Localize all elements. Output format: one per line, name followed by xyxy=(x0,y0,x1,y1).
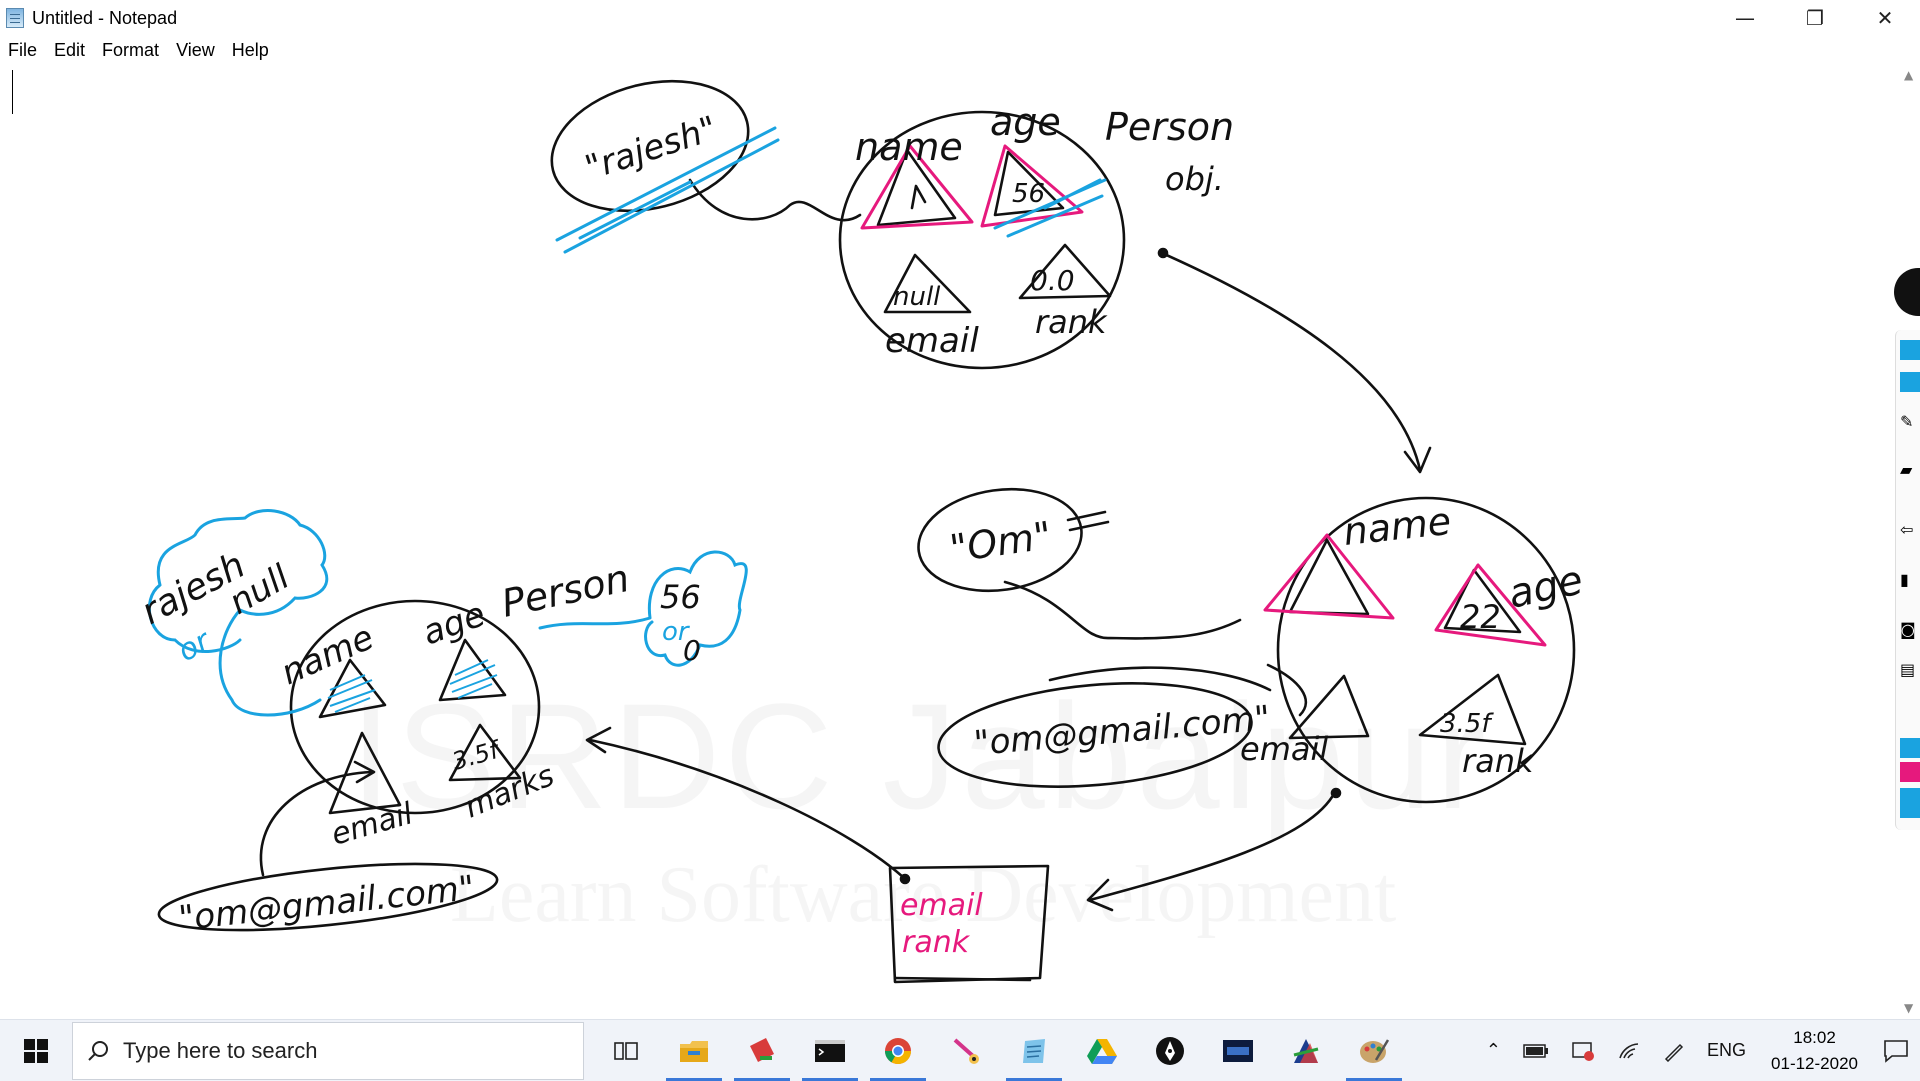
title-bar: Untitled - Notepad — ❐ ✕ xyxy=(0,0,1920,36)
menu-bar: File Edit Format View Help xyxy=(0,36,1920,65)
highlighter-tool-icon[interactable]: ▰ xyxy=(1900,460,1913,479)
pointer-tool-icon[interactable] xyxy=(1900,372,1920,392)
notepad-icon[interactable] xyxy=(1000,1020,1068,1081)
minimize-button[interactable]: — xyxy=(1735,6,1755,30)
pen-ink-icon[interactable] xyxy=(1652,1040,1696,1062)
watermark-title: ISRDC Jabalpur xyxy=(350,670,1490,843)
clock[interactable]: 18:02 01-12-2020 xyxy=(1757,1025,1872,1077)
menu-file[interactable]: File xyxy=(8,39,38,60)
menu-edit[interactable]: Edit xyxy=(54,39,86,60)
app-red-icon[interactable] xyxy=(728,1020,796,1081)
colorful-app-icon[interactable] xyxy=(1272,1020,1340,1081)
task-view-icon[interactable] xyxy=(592,1020,660,1081)
menu-format[interactable]: Format xyxy=(102,39,160,60)
windows-logo-icon xyxy=(24,1038,48,1063)
menu-help[interactable]: Help xyxy=(231,39,269,60)
pen-tool-icon[interactable]: ✎ xyxy=(1900,412,1914,431)
scroll-up-arrow-icon[interactable]: ▲ xyxy=(1904,68,1914,82)
terminal-icon[interactable] xyxy=(796,1020,864,1081)
clock-date: 01-12-2020 xyxy=(1771,1053,1858,1073)
undo-tool-icon[interactable]: ⇦ xyxy=(1900,520,1914,539)
pen-app-icon[interactable] xyxy=(1136,1020,1204,1081)
close-button[interactable]: ✕ xyxy=(1876,6,1894,30)
restore-button[interactable]: ❐ xyxy=(1806,6,1824,30)
eye-tool-icon[interactable] xyxy=(1900,340,1920,360)
clipboard-tool-icon[interactable]: ▤ xyxy=(1900,660,1916,679)
watermark-subtitle: Learn Software Development xyxy=(450,850,1396,941)
language-indicator[interactable]: ENG xyxy=(1707,1040,1747,1060)
system-tray: ⌃ ENG 18:02 01-12-2020 xyxy=(1475,1020,1920,1081)
battery-icon[interactable] xyxy=(1512,1043,1560,1059)
text-caret xyxy=(12,70,13,114)
search-icon xyxy=(73,1039,123,1063)
notepad-app-icon xyxy=(6,8,24,28)
display-settings-icon[interactable] xyxy=(1560,1040,1606,1062)
taskbar-search-box[interactable]: Type here to search xyxy=(72,1021,584,1080)
scroll-down-arrow-icon[interactable]: ▼ xyxy=(1904,1001,1914,1015)
action-center-icon[interactable] xyxy=(1872,1039,1920,1063)
clock-time: 18:02 xyxy=(1793,1027,1836,1047)
start-button[interactable] xyxy=(0,1020,72,1081)
google-drive-icon[interactable] xyxy=(1068,1020,1136,1081)
chrome-icon[interactable] xyxy=(864,1020,932,1081)
mysql-icon[interactable] xyxy=(1204,1020,1272,1081)
paint-brush-icon[interactable] xyxy=(932,1020,1000,1081)
paint-icon[interactable] xyxy=(1340,1020,1408,1081)
file-explorer-icon[interactable] xyxy=(660,1020,728,1081)
search-placeholder: Type here to search xyxy=(123,1037,318,1063)
pen-tool-strip: ✎ ▰ ⇦ ▮ ◙ ▤ xyxy=(1895,330,1920,830)
color-cyan-swatch[interactable] xyxy=(1900,788,1920,818)
color-pink-swatch[interactable] xyxy=(1900,762,1920,782)
trash-tool-icon[interactable]: ▮ xyxy=(1900,570,1909,589)
camera-tool-icon[interactable]: ◙ xyxy=(1900,620,1916,639)
window-controls: — ❐ ✕ xyxy=(1710,0,1920,36)
window-title: Untitled - Notepad xyxy=(32,7,178,28)
taskbar: Type here to search ⌃ xyxy=(0,1019,1920,1081)
menu-view[interactable]: View xyxy=(176,39,215,60)
wifi-icon[interactable] xyxy=(1606,1040,1652,1062)
color-blue-swatch[interactable] xyxy=(1900,738,1920,758)
show-hidden-icons-chevron-icon[interactable]: ⌃ xyxy=(1485,1040,1502,1061)
